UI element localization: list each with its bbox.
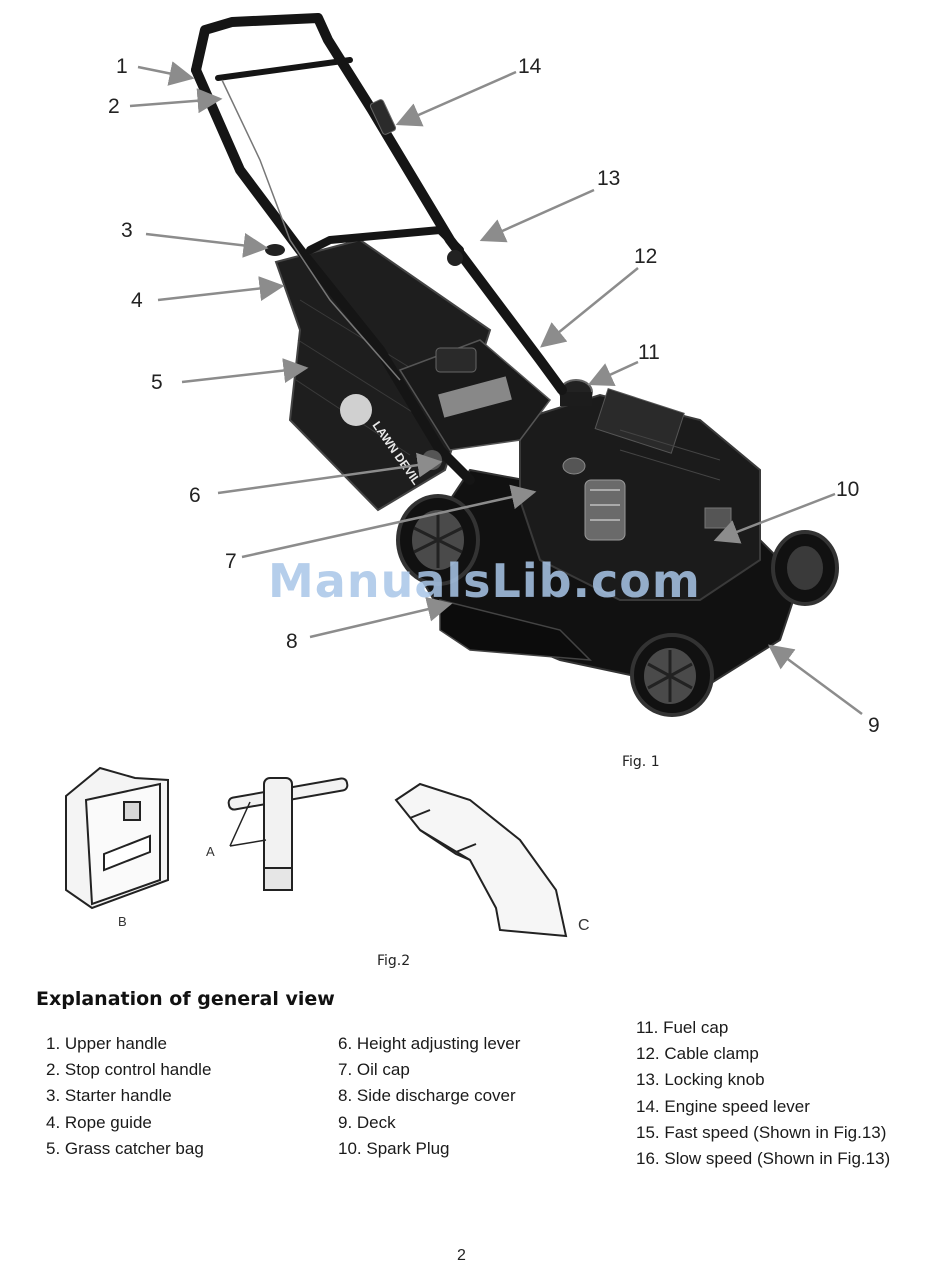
- list-item: 6. Height adjusting lever: [338, 1034, 521, 1053]
- list-item: 7. Oil cap: [338, 1060, 410, 1080]
- list-item: 11. Fuel cap: [636, 1018, 729, 1037]
- parts-list-col3: 11. Fuel cap 12. Cable clamp 13. Locking…: [636, 1015, 890, 1172]
- accessories-illustration: [65, 766, 568, 938]
- height-adjusting-lever: [422, 450, 442, 470]
- oil-cap: [562, 457, 586, 475]
- callout-2: 2: [108, 95, 120, 118]
- mower-handle: [191, 13, 567, 485]
- mower-illustration: LAWN DEVIL: [129, 13, 863, 717]
- callout-4: 4: [131, 289, 143, 312]
- parts-list-col1: 1. Upper handle 2. Stop control handle 3…: [46, 1031, 211, 1162]
- list-item: 5. Grass catcher bag: [46, 1138, 204, 1158]
- list-item: 8. Side discharge cover: [338, 1086, 516, 1106]
- side-discharge-chute: [394, 782, 568, 938]
- list-item: 9. Deck: [338, 1112, 396, 1132]
- page-number: 2: [457, 1247, 466, 1264]
- fig1-caption: Fig. 1: [622, 754, 660, 770]
- label-a: A: [206, 844, 215, 859]
- mulching-plug: [65, 766, 169, 910]
- label-b: B: [118, 914, 127, 929]
- callout-10: 10: [836, 478, 860, 501]
- front-wheel-right: [771, 530, 839, 606]
- callout-3: 3: [121, 219, 133, 242]
- list-item: 2. Stop control handle: [46, 1060, 212, 1080]
- section-heading: Explanation of general view: [36, 988, 335, 1010]
- list-item: 12. Cable clamp: [636, 1044, 759, 1064]
- callout-7: 7: [225, 550, 237, 573]
- side-discharge-cover: [439, 599, 592, 661]
- list-item: 14. Engine speed lever: [636, 1096, 810, 1116]
- fig2-caption: Fig.2: [377, 953, 411, 969]
- engine-speed-lever: [369, 99, 397, 135]
- callout-5: 5: [151, 371, 163, 394]
- spark-plug: [704, 507, 732, 529]
- callout-6: 6: [189, 484, 201, 507]
- list-item: 1. Upper handle: [46, 1034, 167, 1053]
- callout-13: 13: [597, 167, 621, 190]
- watermark: ManualsLib.com: [268, 554, 701, 608]
- spark-plug-wrench: [227, 777, 349, 891]
- list-item: 13. Locking knob: [636, 1070, 765, 1090]
- list-item: 10. Spark Plug: [338, 1138, 450, 1158]
- parts-list-col2: 6. Height adjusting lever 7. Oil cap 8. …: [338, 1031, 520, 1162]
- callout-14: 14: [518, 55, 542, 78]
- list-item: 16. Slow speed (Shown in Fig.13): [636, 1148, 891, 1168]
- callout-12: 12: [634, 245, 658, 268]
- front-wheel-left: [630, 633, 714, 717]
- callout-11: 11: [638, 341, 660, 364]
- label-c: C: [578, 917, 590, 934]
- locking-knob: [447, 250, 463, 266]
- callout-1: 1: [116, 55, 128, 78]
- list-item: 15. Fast speed (Shown in Fig.13): [636, 1122, 887, 1142]
- list-item: 3. Starter handle: [46, 1086, 172, 1106]
- starter-handle: [265, 244, 285, 256]
- callout-8: 8: [286, 630, 298, 653]
- callout-9: 9: [868, 714, 880, 737]
- list-item: 4. Rope guide: [46, 1112, 152, 1132]
